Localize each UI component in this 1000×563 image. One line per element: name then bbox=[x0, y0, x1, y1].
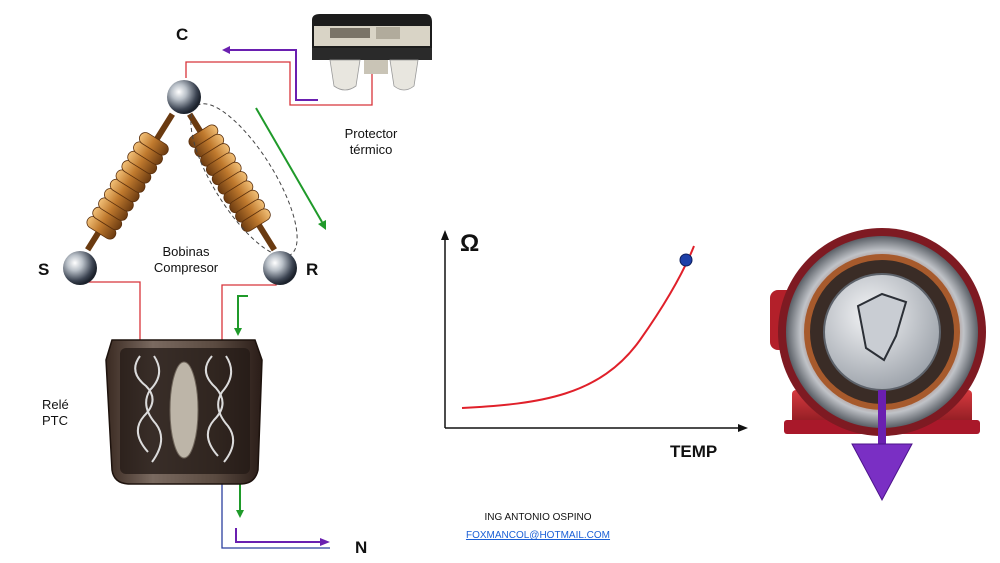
coils-label: Bobinas Compresor bbox=[142, 244, 230, 276]
wire-r-relay bbox=[221, 280, 277, 340]
coils-label-line2: Compresor bbox=[153, 260, 219, 275]
relay-label-line2: PTC bbox=[42, 413, 68, 428]
ptc-disc bbox=[169, 361, 199, 459]
green-arrow-down bbox=[237, 295, 248, 330]
terminal-r-ball bbox=[263, 251, 297, 285]
curve-point bbox=[679, 253, 693, 267]
relay-label: Relé PTC bbox=[42, 397, 82, 429]
relay-label-line1: Relé bbox=[42, 397, 69, 412]
resistance-temperature-graph bbox=[441, 230, 748, 432]
compressor-coils bbox=[85, 103, 298, 257]
rotor-shaft-shape bbox=[856, 292, 908, 362]
terminal-n-label: N bbox=[355, 538, 368, 557]
run-coil bbox=[187, 112, 277, 252]
protector-label-line2: térmico bbox=[349, 142, 393, 157]
terminal-c-ball bbox=[167, 80, 201, 114]
terminal-s-label: S bbox=[38, 260, 50, 279]
author-email-link[interactable]: FOXMANCOL@HOTMAIL.COM bbox=[465, 530, 611, 541]
purple-arrow-to-c bbox=[230, 49, 318, 101]
terminals bbox=[63, 80, 297, 285]
protector-label: Protector térmico bbox=[336, 126, 406, 158]
purple-arrow-to-n bbox=[235, 528, 322, 543]
author-credit: ING ANTONIO OSPINO bbox=[484, 512, 592, 523]
ptc-relay-illustration bbox=[105, 339, 263, 485]
terminal-r-label: R bbox=[306, 260, 319, 279]
green-arrow-diagonal bbox=[255, 107, 323, 223]
wire-c-protector bbox=[185, 61, 373, 106]
graph-x-label: TEMP bbox=[670, 442, 718, 461]
start-coil bbox=[85, 112, 175, 252]
purple-arrow-down bbox=[851, 390, 913, 502]
wire-s-relay bbox=[80, 281, 141, 340]
wire-relay-n bbox=[221, 462, 330, 549]
graph-y-label: Ω bbox=[460, 230, 480, 257]
ptc-curve bbox=[461, 245, 695, 409]
terminal-s-ball bbox=[63, 251, 97, 285]
terminal-c-label: C bbox=[176, 25, 189, 44]
thermal-protector-illustration bbox=[312, 14, 432, 91]
coils-label-line1: Bobinas bbox=[162, 244, 210, 259]
motor-illustration bbox=[770, 228, 986, 436]
protector-label-line1: Protector bbox=[344, 126, 398, 141]
